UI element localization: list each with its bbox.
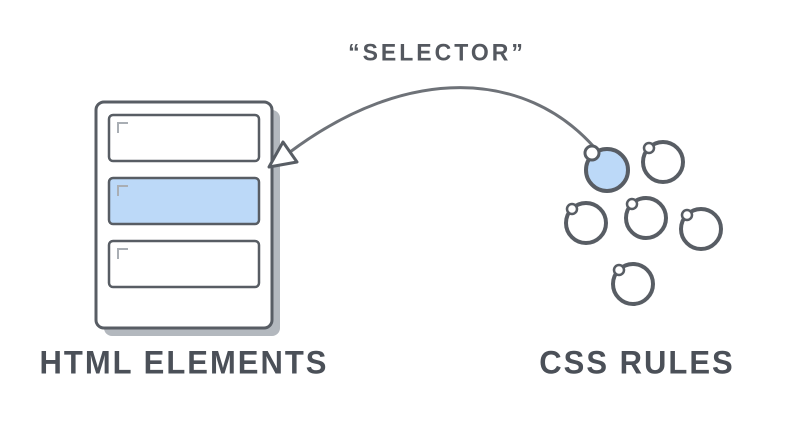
selector-arrow [267, 86, 596, 169]
circle-highlight-icon [625, 197, 639, 211]
circle-highlight-icon [642, 141, 656, 155]
css-rules-label: CSS RULES [539, 344, 735, 382]
selector-start-dot-icon [583, 144, 601, 162]
circle-highlight-icon [612, 263, 626, 277]
row-corner-icon [117, 185, 128, 196]
html-element-row-3 [107, 239, 261, 289]
circle-highlight-icon [565, 202, 579, 216]
selector-arrow-curve [288, 86, 596, 154]
selector-label: “SELECTOR” [348, 38, 526, 66]
circle-highlight-icon [680, 208, 694, 222]
css-rules-cluster [564, 140, 723, 306]
arrowhead-icon [267, 140, 299, 169]
html-element-row-2-highlighted [107, 176, 261, 226]
html-elements-label: HTML ELEMENTS [39, 344, 329, 382]
html-element-row-1 [107, 113, 261, 163]
html-elements-panel [94, 100, 280, 336]
row-corner-icon [117, 248, 128, 259]
row-corner-icon [117, 122, 128, 133]
